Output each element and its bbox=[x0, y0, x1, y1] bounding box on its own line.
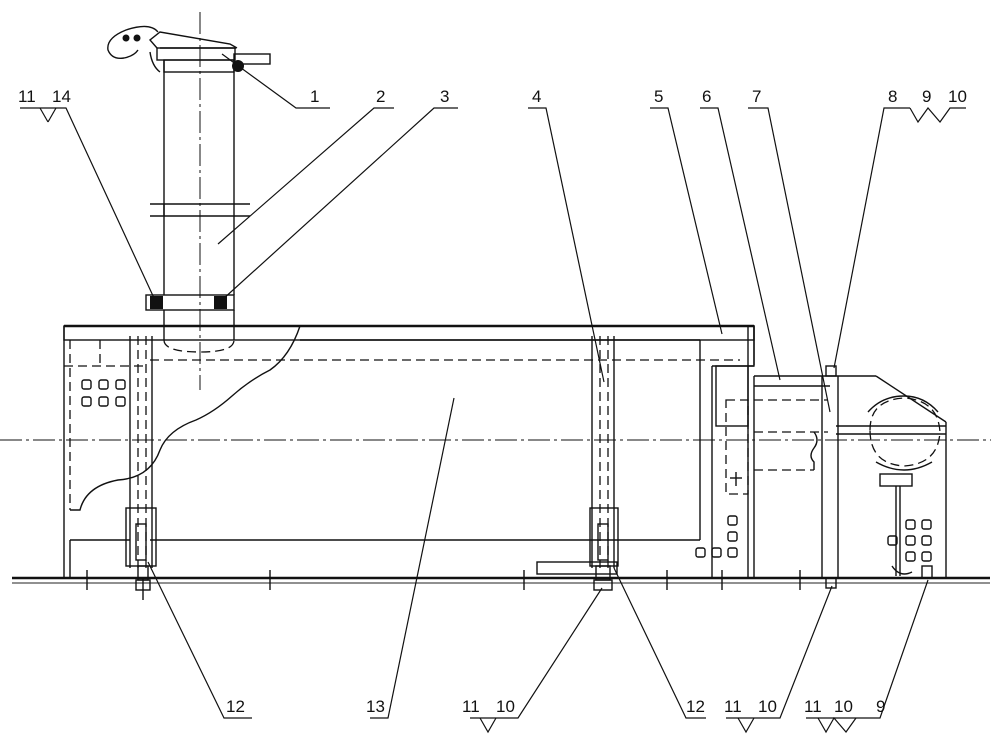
callout-5: 5 bbox=[654, 87, 663, 106]
filler-cap bbox=[107, 25, 271, 73]
callout-12-right: 12 bbox=[686, 697, 705, 716]
callout-4: 4 bbox=[532, 87, 541, 106]
callout-3: 3 bbox=[440, 87, 449, 106]
callout-11-bottom-b: 11 bbox=[724, 697, 742, 716]
callout-2: 2 bbox=[376, 87, 385, 106]
callout-11-bottom-a: 11 bbox=[462, 697, 480, 716]
callout-10-top: 10 bbox=[948, 87, 967, 106]
callout-10-bottom-c: 10 bbox=[834, 697, 853, 716]
callout-10-bottom-b: 10 bbox=[758, 697, 777, 716]
accessory-box bbox=[715, 365, 947, 589]
callout-14: 14 bbox=[52, 87, 71, 106]
callout-6: 6 bbox=[702, 87, 711, 106]
flange-collar bbox=[145, 294, 235, 311]
vertical-pipe bbox=[150, 60, 250, 353]
callout-10-bottom-a: 10 bbox=[496, 697, 515, 716]
left-strap bbox=[125, 336, 157, 600]
leader-lines bbox=[20, 53, 966, 734]
round-tank bbox=[836, 395, 946, 579]
callout-8: 8 bbox=[888, 87, 897, 106]
callout-11-top-left: 11 bbox=[18, 87, 36, 106]
middle-strap bbox=[589, 336, 619, 591]
callout-1: 1 bbox=[310, 87, 319, 106]
callout-12-left: 12 bbox=[226, 697, 245, 716]
callout-7: 7 bbox=[752, 87, 761, 106]
callout-9-bottom: 9 bbox=[876, 697, 885, 716]
callout-13: 13 bbox=[366, 697, 385, 716]
bolt-holes bbox=[81, 379, 932, 562]
callout-labels: 1 2 3 11 14 4 5 6 7 8 9 10 12 13 11 10 1… bbox=[18, 87, 967, 716]
ground-line bbox=[12, 570, 990, 590]
callout-11-bottom-c: 11 bbox=[804, 697, 822, 716]
main-tank bbox=[63, 324, 755, 578]
callout-9-top: 9 bbox=[922, 87, 931, 106]
